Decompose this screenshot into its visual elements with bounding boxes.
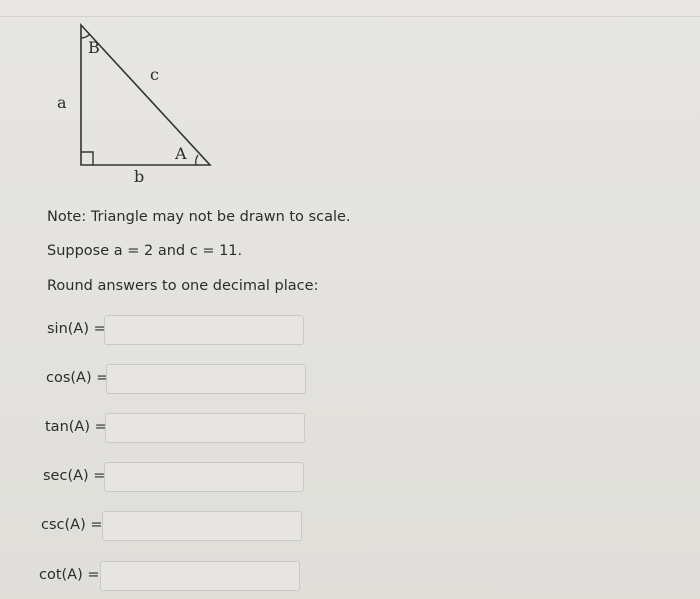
vertex-b-label: B: [88, 38, 100, 57]
triangle-outline: [80, 22, 212, 166]
sin-answer-input[interactable]: [104, 315, 304, 345]
cos-answer-input[interactable]: [106, 364, 306, 394]
cos-label: cos(A) =: [46, 370, 109, 386]
cot-label: cot(A) =: [39, 567, 100, 583]
sin-label: sin(A) =: [47, 321, 106, 337]
question-row-csc: csc(A) =: [0, 511, 320, 541]
question-row-cot: cot(A) =: [0, 561, 320, 591]
vertex-a-label: A: [174, 144, 187, 163]
csc-label: csc(A) =: [41, 517, 103, 533]
right-triangle-diagram: B A a b c: [57, 22, 212, 186]
side-b-label: b: [134, 167, 144, 186]
question-row-cos: cos(A) =: [0, 364, 320, 394]
top-divider: [0, 0, 700, 17]
angle-b-arc: [80, 33, 91, 39]
side-a-label: a: [57, 93, 67, 112]
angle-a-arc: [195, 154, 199, 166]
rounding-instruction: Round answers to one decimal place:: [47, 278, 319, 294]
scale-note: Note: Triangle may not be drawn to scale…: [47, 209, 351, 225]
question-row-tan: tan(A) =: [0, 413, 320, 443]
right-angle-marker: [81, 151, 94, 165]
cot-answer-input[interactable]: [100, 561, 300, 591]
side-c-label: c: [150, 65, 159, 84]
sec-answer-input[interactable]: [104, 462, 304, 492]
sec-label: sec(A) =: [43, 468, 106, 484]
question-row-sec: sec(A) =: [0, 462, 320, 492]
tan-label: tan(A) =: [45, 419, 107, 435]
question-row-sin: sin(A) =: [0, 315, 320, 345]
given-values: Suppose a = 2 and c = 11.: [47, 243, 243, 259]
tan-answer-input[interactable]: [105, 413, 305, 443]
csc-answer-input[interactable]: [102, 511, 302, 541]
